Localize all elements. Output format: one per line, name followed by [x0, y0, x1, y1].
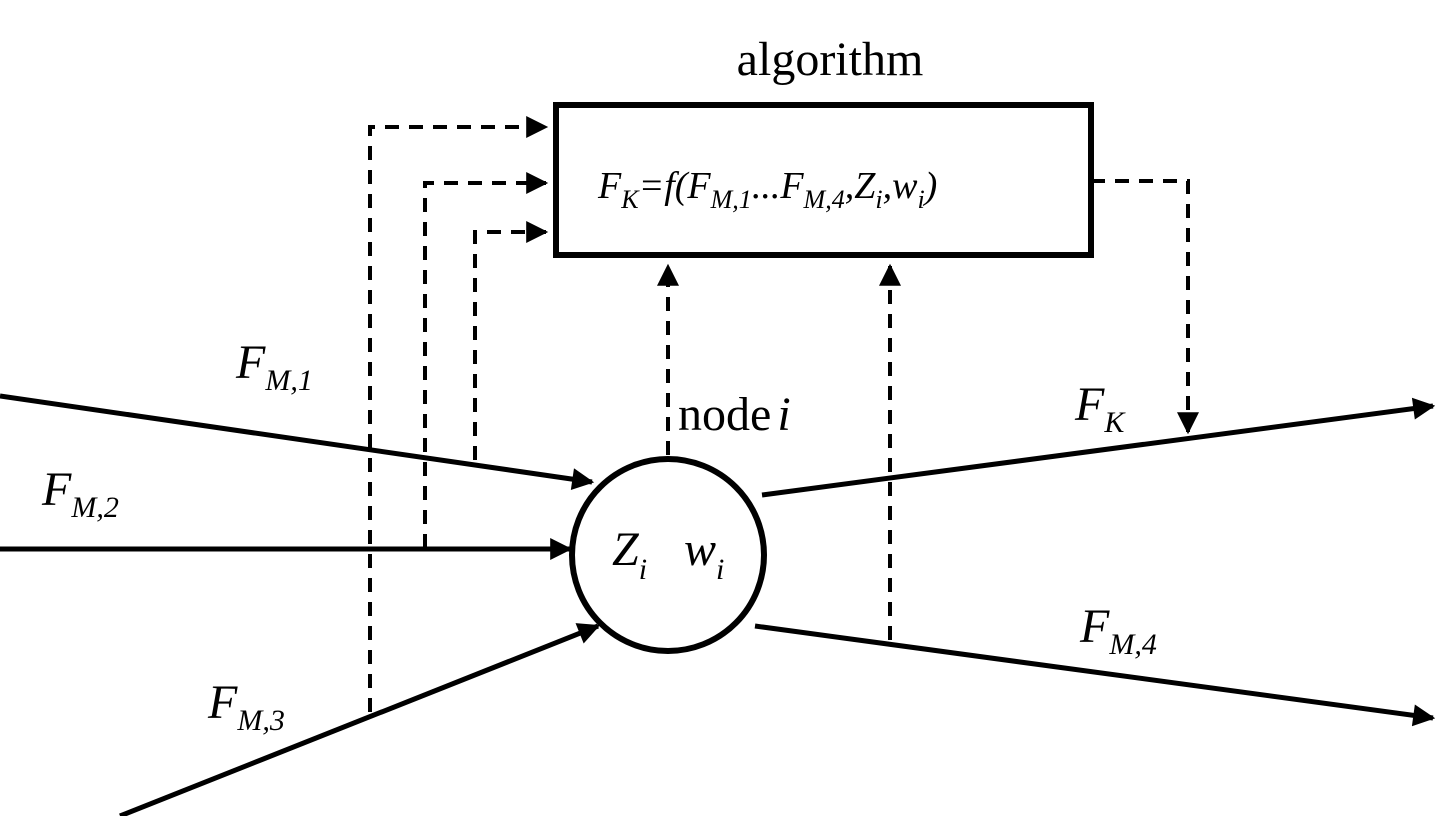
- node-circle: [569, 456, 767, 654]
- formula-K-sub: K: [620, 185, 640, 214]
- dashed-line-fm3-to-algorithm: [368, 116, 549, 712]
- solid-flow-lines: [0, 393, 1435, 816]
- dashed-line-fm1-to-algorithm: [473, 221, 549, 460]
- algorithm-box: [553, 102, 1094, 258]
- label-fm2: FM,2: [41, 463, 119, 524]
- formula-close: ): [923, 165, 938, 207]
- label-fm4: FM,4: [1079, 600, 1157, 661]
- label-fm1: FM,1: [235, 336, 313, 397]
- flow-line-fk: [761, 397, 1435, 498]
- algorithm-title: algorithm: [737, 33, 924, 86]
- flow-line-fm1: [0, 393, 595, 491]
- flow-line-fm4: [754, 623, 1435, 727]
- formula-F: F: [597, 165, 622, 207]
- formula-eq: =f(F: [639, 165, 712, 207]
- algorithm-formula: FK=f(FM,1...FM,4,Zi,wi): [597, 165, 937, 214]
- label-fk: FK: [1074, 378, 1126, 439]
- node-caption-var: i: [777, 388, 790, 441]
- node-z-label: Zi: [612, 523, 647, 586]
- label-fm3: FM,3: [207, 676, 285, 737]
- dashed-line-fm2-to-algorithm: [423, 172, 549, 548]
- node-w-label: wi: [684, 523, 724, 586]
- node-caption-word: node: [678, 388, 771, 441]
- formula-m1-sub: M,1: [710, 185, 752, 214]
- formula-comma-w: ,w: [883, 165, 919, 207]
- formula-comma-z: ,Z: [845, 165, 877, 207]
- formula-m4-sub: M,4: [803, 185, 845, 214]
- formula-wi-sub: i: [917, 185, 924, 214]
- flow-line-fm3: [119, 623, 601, 816]
- dashed-line-algorithm-to-fk: [1091, 179, 1199, 435]
- formula-zi-sub: i: [875, 185, 882, 214]
- dashed-input-lines: [368, 116, 1199, 712]
- formula-dots: ...F: [752, 165, 805, 207]
